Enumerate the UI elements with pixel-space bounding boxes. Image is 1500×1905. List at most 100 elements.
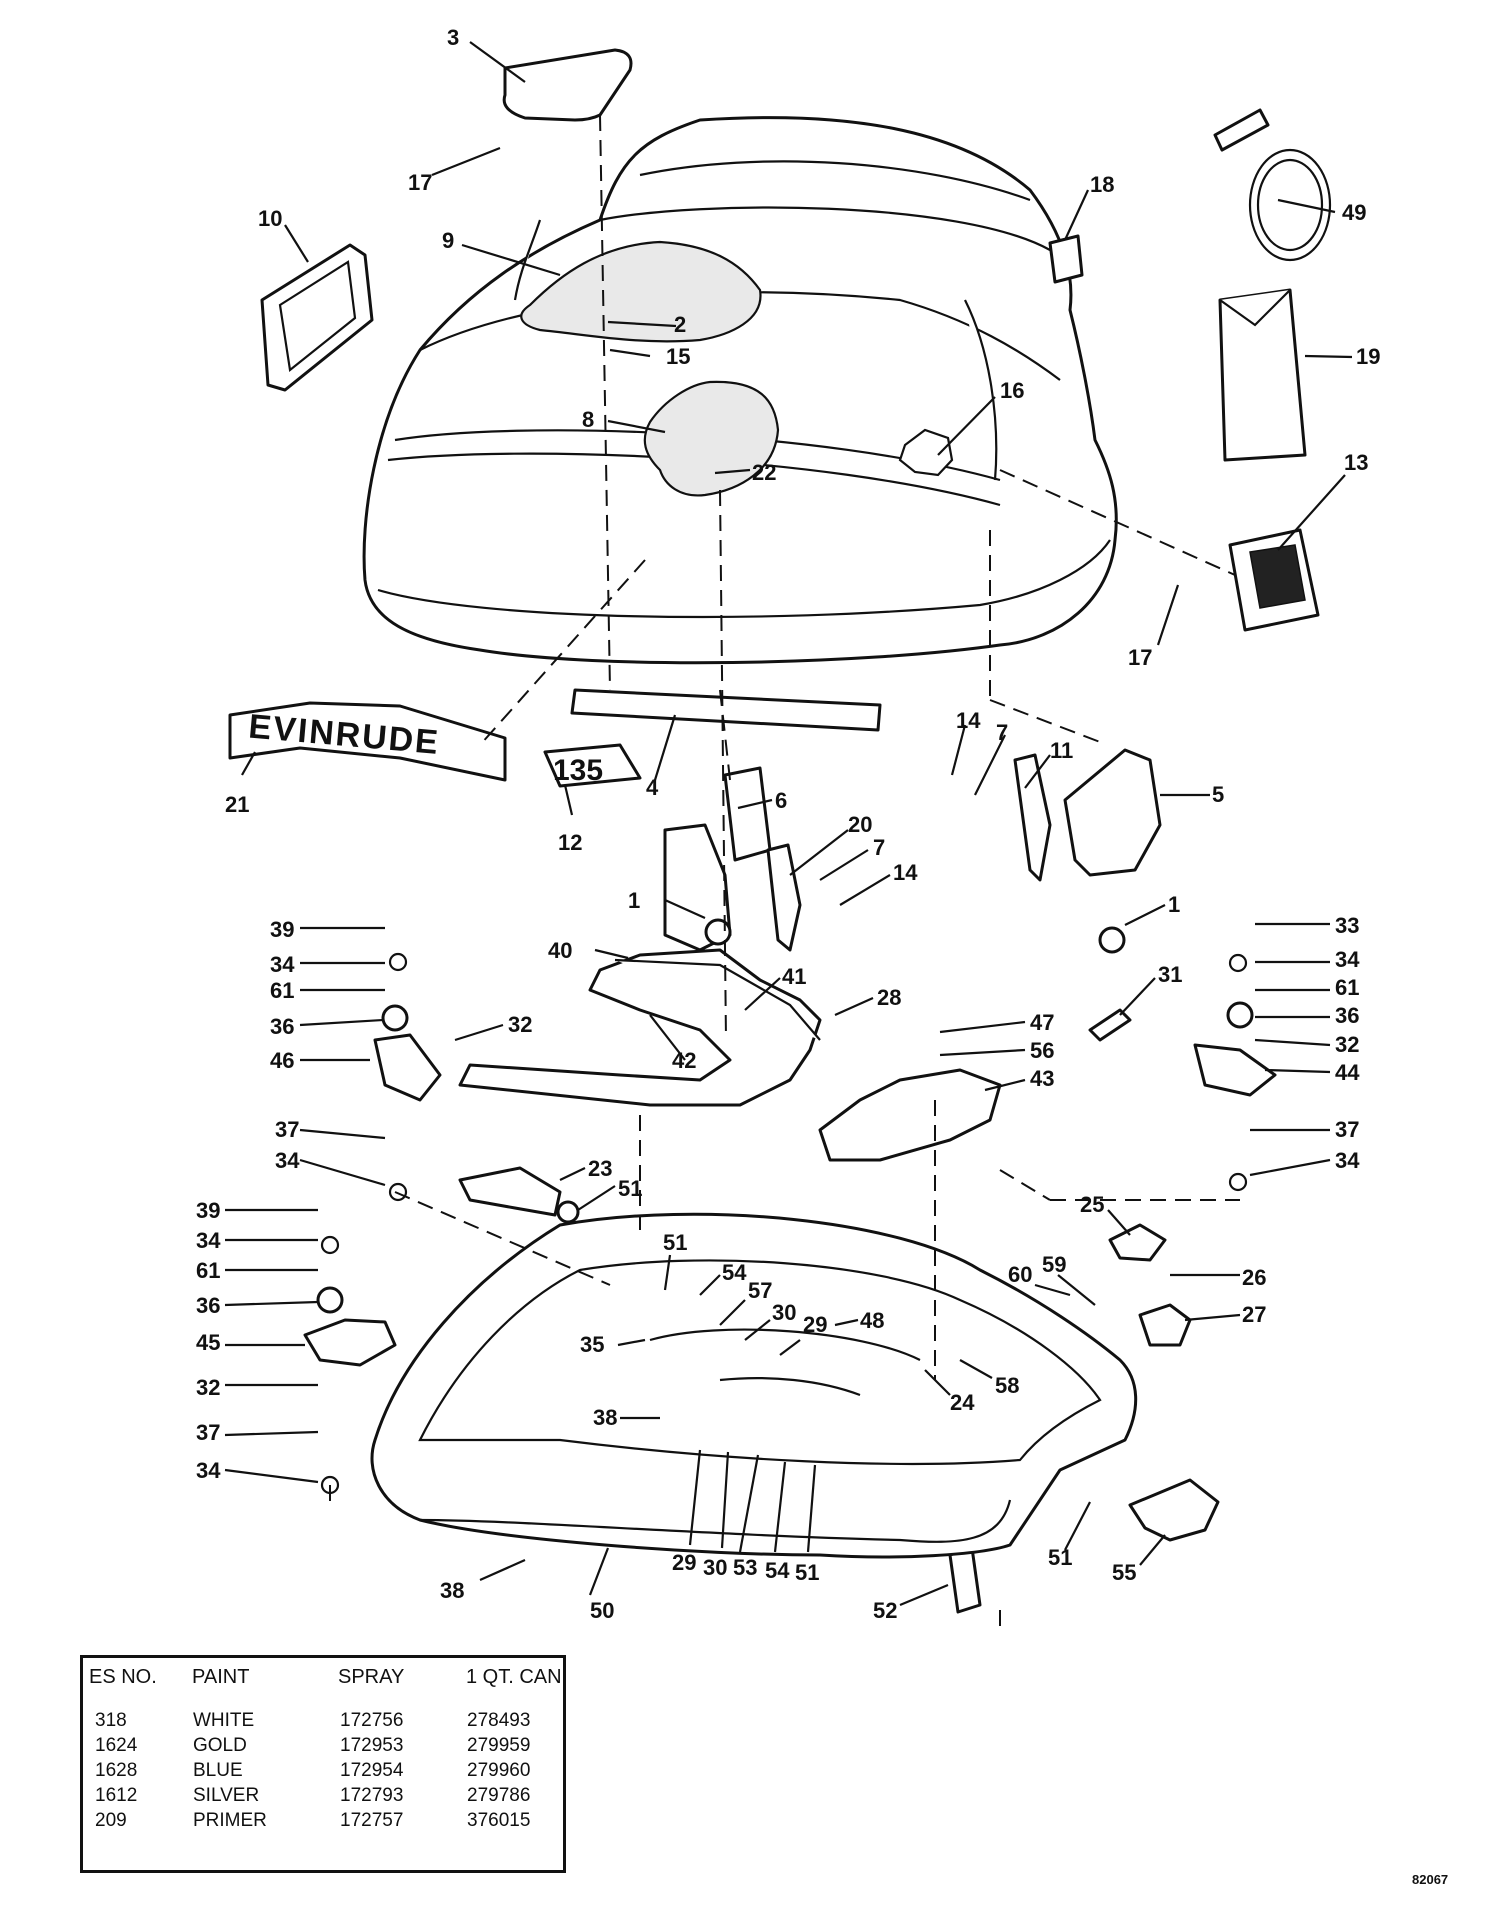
es-no: 209 [95, 1810, 127, 1831]
callout-7: 7 [873, 835, 885, 860]
callout-61: 61 [196, 1258, 220, 1283]
callout-34: 34 [1335, 1148, 1360, 1173]
callout-47: 47 [1030, 1010, 1054, 1035]
callout-53: 53 [733, 1555, 757, 1580]
part-16-grommet [898, 428, 954, 477]
callout-17: 17 [408, 170, 432, 195]
can-number: 279959 [467, 1735, 531, 1756]
callout-59: 59 [1042, 1252, 1066, 1277]
spray-number: 172953 [340, 1735, 404, 1756]
callout-60: 60 [1008, 1262, 1032, 1287]
part-27-bracket [1138, 1303, 1192, 1347]
can-number: 278493 [467, 1710, 531, 1731]
callout-1: 1 [1168, 892, 1180, 917]
part-10-frame-inner [278, 260, 357, 373]
callout-34: 34 [196, 1228, 221, 1253]
callout-1: 1 [628, 888, 640, 913]
paint-name: SILVER [193, 1785, 260, 1806]
part-1-grommet-right [1098, 926, 1126, 954]
callout-14: 14 [893, 860, 918, 885]
part-52-plate [948, 1546, 982, 1614]
assembly-lines [329, 114, 1240, 1630]
part-11-strap [1013, 753, 1052, 882]
callout-39: 39 [196, 1198, 220, 1223]
callout-45: 45 [196, 1330, 220, 1355]
part-41-rubber [614, 958, 821, 1041]
part-19-flap [1219, 289, 1291, 327]
callout-48: 48 [860, 1308, 884, 1333]
paint-name: PRIMER [193, 1810, 267, 1831]
part-9-sound-pad [520, 240, 762, 343]
model-decal-text: 135 [553, 754, 603, 787]
callout-32: 32 [508, 1012, 532, 1037]
paint-row: 1612 SILVER 172793 279786 [83, 1785, 563, 1810]
part-36-grommet-right-top [1226, 1001, 1254, 1029]
callout-55: 55 [1112, 1560, 1136, 1585]
callout-37: 37 [275, 1117, 299, 1142]
part-45-mount [303, 1318, 397, 1367]
callout-32: 32 [1335, 1032, 1359, 1057]
callout-13: 13 [1344, 450, 1368, 475]
callout-30: 30 [703, 1555, 727, 1580]
callout-25: 25 [1080, 1192, 1104, 1217]
callout-42: 42 [672, 1048, 696, 1073]
part-31-clip [1088, 1008, 1132, 1042]
callout-36: 36 [270, 1014, 294, 1039]
callout-34: 34 [275, 1148, 300, 1173]
callout-37: 37 [196, 1420, 220, 1445]
header-paint: PAINT [192, 1666, 250, 1688]
part-46-bracket [373, 1033, 442, 1102]
es-no: 318 [95, 1710, 127, 1731]
callout-51: 51 [663, 1230, 687, 1255]
callout-31: 31 [1158, 962, 1182, 987]
callout-50: 50 [590, 1598, 614, 1623]
callout-54: 54 [765, 1558, 790, 1583]
callout-40: 40 [548, 938, 572, 963]
part-34-washer-b [388, 1182, 408, 1202]
callout-61: 61 [1335, 975, 1359, 1000]
callout-29: 29 [803, 1312, 827, 1337]
callout-46: 46 [270, 1048, 294, 1073]
part-34-washer-e [320, 1235, 340, 1255]
callout-36: 36 [196, 1293, 220, 1318]
paint-table-header: ES NO. PAINT SPRAY 1 QT. CAN [83, 1666, 563, 1691]
callout-44: 44 [1335, 1060, 1360, 1085]
part-23-handle [458, 1166, 562, 1217]
callout-15: 15 [666, 344, 690, 369]
callout-30: 30 [772, 1300, 796, 1325]
part-18-latch [1048, 234, 1084, 284]
paint-row: 1628 BLUE 172954 279960 [83, 1760, 563, 1785]
callout-21: 21 [225, 792, 249, 817]
part-1-grommet-left [704, 918, 732, 946]
es-no: 1624 [95, 1735, 138, 1756]
callout-36: 36 [1335, 1003, 1359, 1028]
callout-5: 5 [1212, 782, 1224, 807]
part-34-washer-d [1228, 1172, 1248, 1192]
part-3-cover-plate [502, 48, 633, 122]
part-8-sound-pad [643, 380, 780, 497]
part-34-washer-c [1228, 953, 1248, 973]
callout-39: 39 [270, 917, 294, 942]
es-no: 1612 [95, 1785, 138, 1806]
callout-3: 3 [447, 25, 459, 50]
callout-32: 32 [196, 1375, 220, 1400]
paint-row: 1624 GOLD 172953 279959 [83, 1735, 563, 1760]
callout-27: 27 [1242, 1302, 1266, 1327]
callout-10: 10 [258, 206, 282, 231]
part-49-cable [1213, 108, 1332, 262]
callout-56: 56 [1030, 1038, 1054, 1063]
part-55-handle [1128, 1478, 1220, 1542]
callout-23: 23 [588, 1156, 612, 1181]
diagram-number: 82067 [1412, 1872, 1449, 1887]
callout-24: 24 [950, 1390, 975, 1415]
part-43-shield [818, 1068, 1002, 1162]
header-quart-can: 1 QT. CAN [466, 1666, 562, 1688]
header-spray: SPRAY [338, 1666, 405, 1688]
es-no: 1628 [95, 1760, 138, 1781]
part-36-grommet-left-top [381, 1004, 409, 1032]
part-51-bushing [556, 1200, 580, 1224]
paint-row: 318 WHITE 172756 278493 [83, 1710, 563, 1735]
paint-row: 209 PRIMER 172757 376015 [83, 1810, 563, 1835]
paint-name: WHITE [193, 1710, 255, 1731]
